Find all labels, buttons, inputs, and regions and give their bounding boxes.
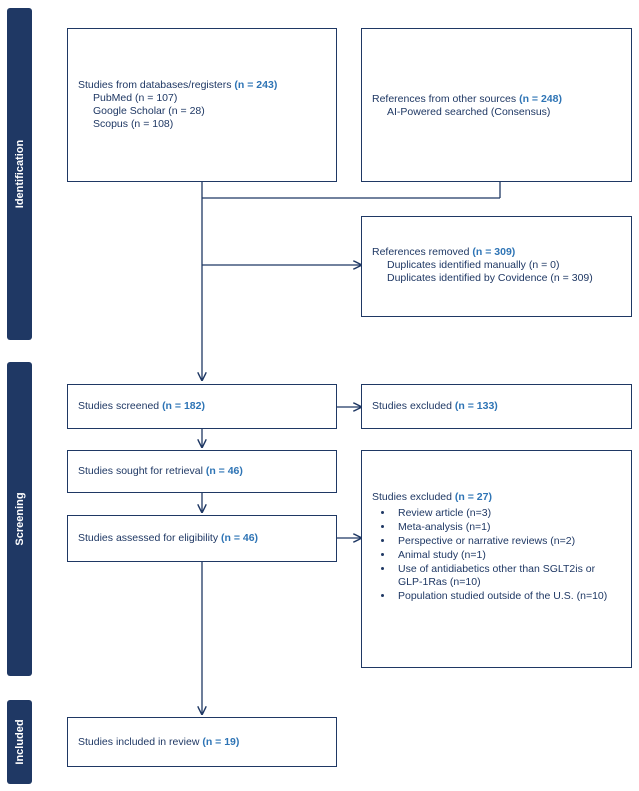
- other-sources-count: (n = 248): [519, 93, 562, 105]
- exclusion-reason-item: Review article (n=3): [394, 507, 621, 520]
- exclusion-reason-item: Use of antidiabetics other than SGLT2is …: [394, 563, 621, 589]
- databases-count: (n = 243): [234, 79, 278, 91]
- removed-title: References removed: [372, 246, 470, 258]
- retrieval-text: Studies sought for retrieval (n = 46): [78, 465, 243, 478]
- excluded-1-title: Studies excluded: [372, 400, 452, 412]
- exclusion-reason-item: Animal study (n=1): [394, 549, 621, 562]
- included-count: (n = 19): [202, 735, 240, 748]
- screened-title: Studies screened: [78, 400, 160, 412]
- other-sources-box: References from other sources (n = 248) …: [361, 28, 632, 182]
- databases-title: Studies from databases/registers: [78, 79, 232, 91]
- removed-count: (n = 309): [472, 246, 516, 258]
- phase-included: Included: [7, 700, 32, 784]
- excluded-1-count: (n = 133): [454, 400, 498, 412]
- excluded-2-title: Studies excluded: [372, 491, 452, 503]
- databases-title-line: Studies from databases/registers (n = 24…: [78, 79, 326, 92]
- removed-manual: Duplicates identified manually (n = 0): [387, 259, 560, 271]
- other-sources-title-line: References from other sources (n = 248): [372, 93, 621, 106]
- screened-box: Studies screened (n = 182): [67, 384, 337, 429]
- screened-text: Studies screened (n = 182): [78, 400, 205, 413]
- excluded-2-box: Studies excluded (n = 27) Review article…: [361, 450, 632, 668]
- databases-source-google-scholar: Google Scholar (n = 28): [93, 105, 205, 117]
- exclusion-reason-item: Population studied outside of the U.S. (…: [394, 590, 621, 603]
- databases-source-scopus: Scopus (n = 108): [93, 118, 174, 130]
- retrieval-box: Studies sought for retrieval (n = 46): [67, 450, 337, 493]
- removed-title-line: References removed (n = 309): [372, 246, 621, 259]
- exclusion-reasons-list: Review article (n=3) Meta-analysis (n=1)…: [372, 507, 621, 603]
- phase-screening: Screening: [7, 362, 32, 676]
- other-sources-consensus: AI-Powered searched (Consensus): [387, 106, 551, 118]
- databases-source-pubmed: PubMed (n = 107): [93, 92, 178, 104]
- other-sources-title: References from other sources: [372, 93, 517, 105]
- exclusion-reason-item: Perspective or narrative reviews (n=2): [394, 535, 621, 548]
- eligibility-text: Studies assessed for eligibility (n = 46…: [78, 532, 258, 545]
- retrieval-count: (n = 46): [205, 465, 243, 477]
- included-box: Studies included in review (n = 19): [67, 717, 337, 767]
- eligibility-title: Studies assessed for eligibility: [78, 532, 219, 544]
- included-title: Studies included in review: [78, 735, 200, 748]
- excluded-2-title-line: Studies excluded (n = 27): [372, 491, 621, 504]
- included-text: Studies included in review (n = 19): [78, 736, 239, 749]
- retrieval-title: Studies sought for retrieval: [78, 465, 203, 477]
- removed-covidence: Duplicates identified by Covidence (n = …: [387, 272, 593, 284]
- excluded-2-count: (n = 27): [454, 491, 492, 503]
- databases-box: Studies from databases/registers (n = 24…: [67, 28, 337, 182]
- exclusion-reason-item: Meta-analysis (n=1): [394, 521, 621, 534]
- eligibility-box: Studies assessed for eligibility (n = 46…: [67, 515, 337, 562]
- excluded-1-text: Studies excluded (n = 133): [372, 400, 498, 413]
- screened-count: (n = 182): [162, 400, 205, 412]
- phase-identification: Identification: [7, 8, 32, 340]
- eligibility-count: (n = 46): [221, 532, 259, 544]
- removed-box: References removed (n = 309) Duplicates …: [361, 216, 632, 317]
- excluded-1-box: Studies excluded (n = 133): [361, 384, 632, 429]
